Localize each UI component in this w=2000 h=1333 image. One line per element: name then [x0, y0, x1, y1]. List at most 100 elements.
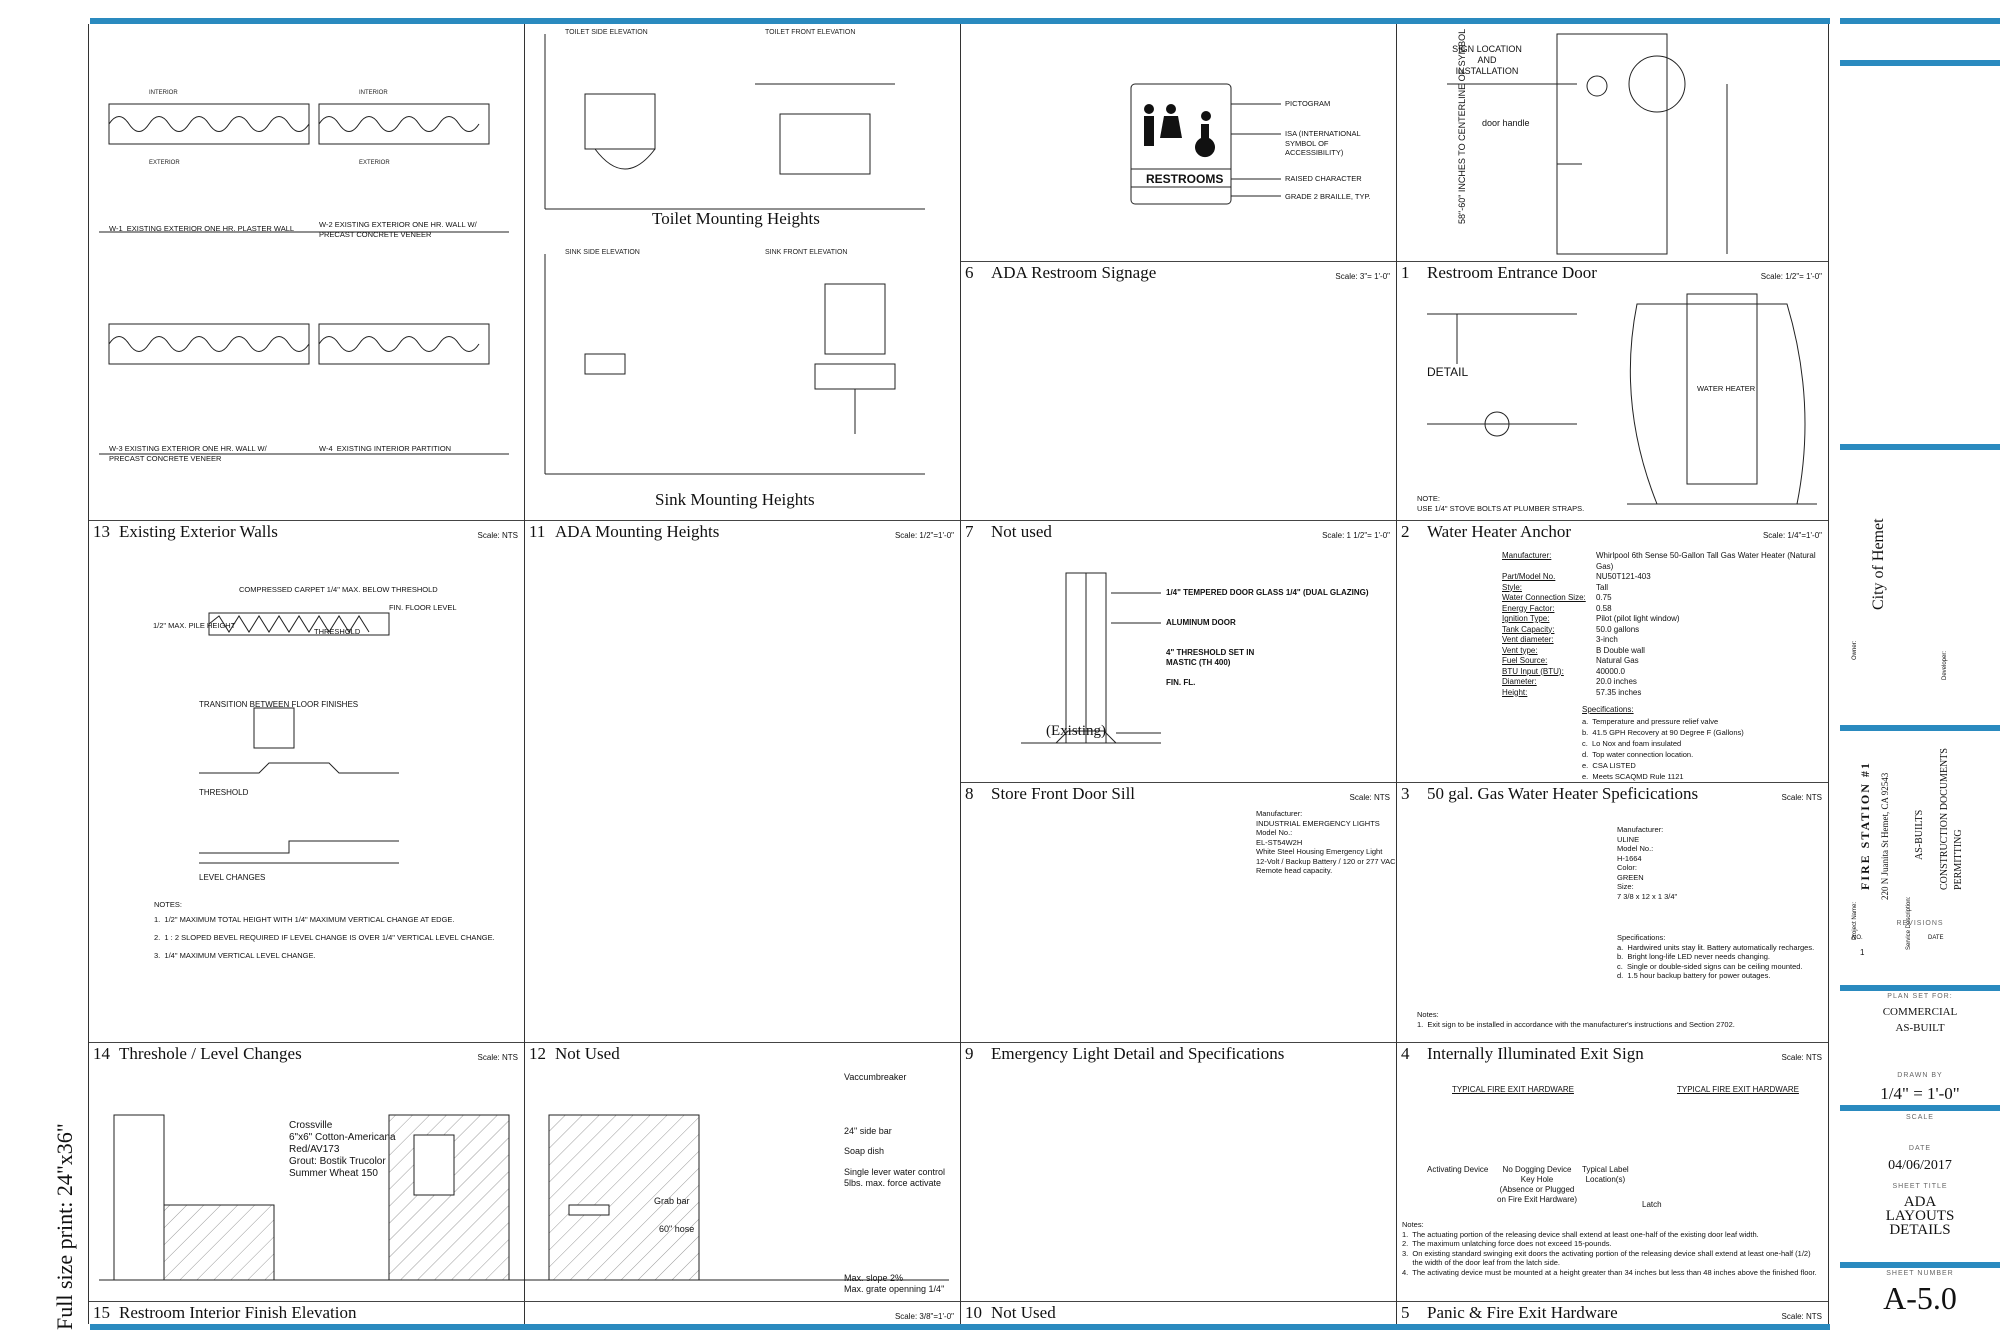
panel-9-emergency-light: Manufacturer: INDUSTRIAL EMERGENCY LIGHT… [961, 805, 1396, 1065]
spec-item: e. Meets SCAQMD Rule 1121 [1582, 772, 1684, 781]
sink-front-elevation-label: SINK FRONT ELEVATION [765, 249, 847, 256]
toilet-side-elevation-label: TOILET SIDE ELEVATION [565, 29, 648, 36]
spec-row: Energy Factor:0.58 [1502, 603, 1612, 613]
soap-dish-callout: Soap dish [844, 1146, 885, 1156]
service-as-builts: AS-BUILTS [1914, 809, 1925, 860]
note-3: 3. 1/4" MAXIMUM VERTICAL LEVEL CHANGE. [154, 951, 316, 960]
spec-row: Vent type:B Double wall [1502, 645, 1645, 655]
slope-callout: Max. slope 2% Max. grate openning 1/4" [844, 1273, 945, 1294]
tile-spec: Crossville 6"x6" Cotton-Americana Red/AV… [289, 1120, 396, 1179]
spec-item: e. CSA LISTED [1582, 761, 1636, 770]
wall-w1-label: W-1 EXISTING EXTERIOR ONE HR. PLASTER WA… [109, 224, 295, 233]
spec-item: c. Lo Nox and foam insulated [1582, 739, 1682, 748]
panel-15-restroom-finish-elevation: Crossville 6"x6" Cotton-Americana Red/AV… [89, 1065, 960, 1324]
spec-row: Height:57.35 inches [1502, 687, 1642, 697]
fin-floor-callout: FIN. FLOOR LEVEL [389, 603, 457, 612]
wall-w4-label: W-4 EXISTING INTERIOR PARTITION [319, 444, 452, 453]
revision-1: 1 [1860, 948, 1865, 957]
spec-row: Water Connection Size:0.75 [1502, 593, 1612, 602]
existing-label: (Existing) [1046, 723, 1106, 739]
scale-value: 1/4" = 1'-0" [1880, 1084, 1960, 1103]
title-block-bar-3 [1840, 444, 2000, 450]
sheet-number-label: SHEET NUMBER [1886, 1270, 1954, 1277]
note-1: 1. 1/2" MAXIMUM TOTAL HEIGHT WITH 1/4" M… [154, 915, 455, 924]
developer-label: Developer: [1942, 650, 1948, 680]
panel-13-existing-exterior-walls: INTERIOR EXTERIOR INTERIOR EXTERIOR W-1 … [89, 24, 524, 543]
title-block-bar-4 [1840, 725, 2000, 731]
revisions-no-header: NO. [1852, 935, 1863, 941]
hose-label: 60" hose [659, 1224, 695, 1234]
pile-height-callout: 1/2" MAX. PILE HEIGHT [153, 621, 236, 630]
spec-row: Diameter:20.0 inches [1502, 677, 1637, 686]
panel-3-gas-water-heater-specs: Manufacturer:Whirlpool 6th Sense 50-Gall… [1397, 543, 1828, 805]
wall-sections-drawing: INTERIOR EXTERIOR INTERIOR EXTERIOR [89, 24, 524, 521]
bottom-border-bar [90, 1324, 1830, 1330]
label-b-threshold: THRESHOLD [199, 788, 249, 797]
isa-callout: ISA (INTERNATIONAL SYMBOL OF ACCESSIBILI… [1285, 129, 1361, 157]
door-handle-label: door handle [1482, 118, 1530, 128]
panel-11-ada-mounting-heights: TOILET SIDE ELEVATION TOILET FRONT ELEVA… [525, 24, 960, 543]
latch-label: Latch [1642, 1200, 1662, 1209]
plan-set-value: COMMERCIAL AS-BUILT [1882, 1006, 1958, 1034]
spec-row: Part/Model No.NU50T121-403 [1502, 572, 1651, 581]
door-glass-callout: 1/4" TEMPERED DOOR GLASS 1/4" (DUAL GLAZ… [1166, 588, 1369, 597]
label-c-level-changes: LEVEL CHANGES [199, 873, 266, 882]
carpet-callout: COMPRESSED CARPET 1/4" MAX. BELOW THRESH… [239, 585, 438, 594]
interior-label-1: INTERIOR [149, 90, 178, 96]
panel-8-store-front-door-sill: 1/4" TEMPERED DOOR GLASS 1/4" (DUAL GLAZ… [961, 543, 1396, 805]
exit-sign-notes: Notes: 1. Exit sign to be installed in a… [1417, 1010, 1735, 1029]
project-name: FIRE STATION #1 [1858, 761, 1872, 890]
spec-list-title: Specifications: [1582, 705, 1634, 714]
typical-hardware-label-2: TYPICAL FIRE EXIT HARDWARE [1677, 1085, 1799, 1094]
sink-side-elevation-label: SINK SIDE ELEVATION [565, 249, 640, 256]
revisions-date-header: DATE [1928, 935, 1944, 941]
threshold-mastic-callout: 4" THRESHOLD SET IN MASTIC (TH 400) [1166, 648, 1255, 667]
exterior-label-1: EXTERIOR [149, 160, 180, 166]
mounting-heights-drawing: TOILET SIDE ELEVATION TOILET FRONT ELEVA… [525, 24, 960, 521]
title-block-bar-7 [1840, 1262, 2000, 1268]
braille-callout: GRADE 2 BRAILLE, TYP. [1285, 192, 1371, 201]
title-block-bar-5 [1840, 985, 2000, 991]
toilet-front-elevation-label: TOILET FRONT ELEVATION [765, 29, 855, 36]
exit-hardware-notes: Notes: 1. The actuating portion of the r… [1402, 1220, 1817, 1277]
owner-name: City of Hemet [1870, 518, 1887, 610]
grab-bar-label: Grab bar [654, 1196, 690, 1206]
project-address: 220 N Juanita St Hemet, CA 92543 [1880, 772, 1890, 900]
col-line-3 [1396, 24, 1397, 1324]
sink-mounting-heights-label: Sink Mounting Heights [655, 490, 815, 509]
threshold-callout: THRESHOLD [314, 627, 361, 636]
dogging-device-label: No Dogging Device Key Hole (Absence or P… [1497, 1165, 1578, 1204]
label-a-transition: TRANSITION BETWEEN FLOOR FINISHES [199, 700, 359, 709]
spec-row: Tank Capacity:50.0 gallons [1502, 624, 1640, 634]
top-border-bar [90, 18, 1830, 24]
frame-right [1828, 24, 1829, 1324]
panel-2-water-heater-anchor: DETAIL WATER HEATER NOTE: USE 1/4" STOVE… [1397, 284, 1828, 543]
activating-device-label: Activating Device [1427, 1165, 1489, 1174]
emergency-light-spec: Manufacturer: INDUSTRIAL EMERGENCY LIGHT… [1256, 809, 1396, 875]
panel-4-exit-sign: Manufacturer: ULINE Model No.: H-1664 Co… [1397, 805, 1828, 1065]
centerline-dimension-label: 58"-60" INCHES TO CENTERLINE OF SYMBOL [1457, 28, 1467, 224]
col-line-1 [524, 24, 525, 1324]
title-block-bar-6 [1840, 1105, 2000, 1111]
exit-sign-manufacturer: Manufacturer: ULINE Model No.: H-1664 Co… [1617, 825, 1678, 901]
water-heater-note: NOTE: USE 1/4" STOVE BOLTS AT PLUMBER ST… [1417, 494, 1585, 513]
interior-label-2: INTERIOR [359, 90, 388, 96]
toilet-mounting-heights-label: Toilet Mounting Heights [652, 209, 820, 228]
note-2: 2. 1 : 2 SLOPED BEVEL REQUIRED IF LEVEL … [154, 933, 495, 942]
side-bar-callout: 24" side bar [844, 1126, 892, 1136]
exterior-label-2: EXTERIOR [359, 160, 390, 166]
wall-w3-label: W-3 EXISTING EXTERIOR ONE HR. WALL W/ PR… [109, 444, 267, 463]
fin-fl-callout: FIN. FL. [1166, 678, 1196, 687]
